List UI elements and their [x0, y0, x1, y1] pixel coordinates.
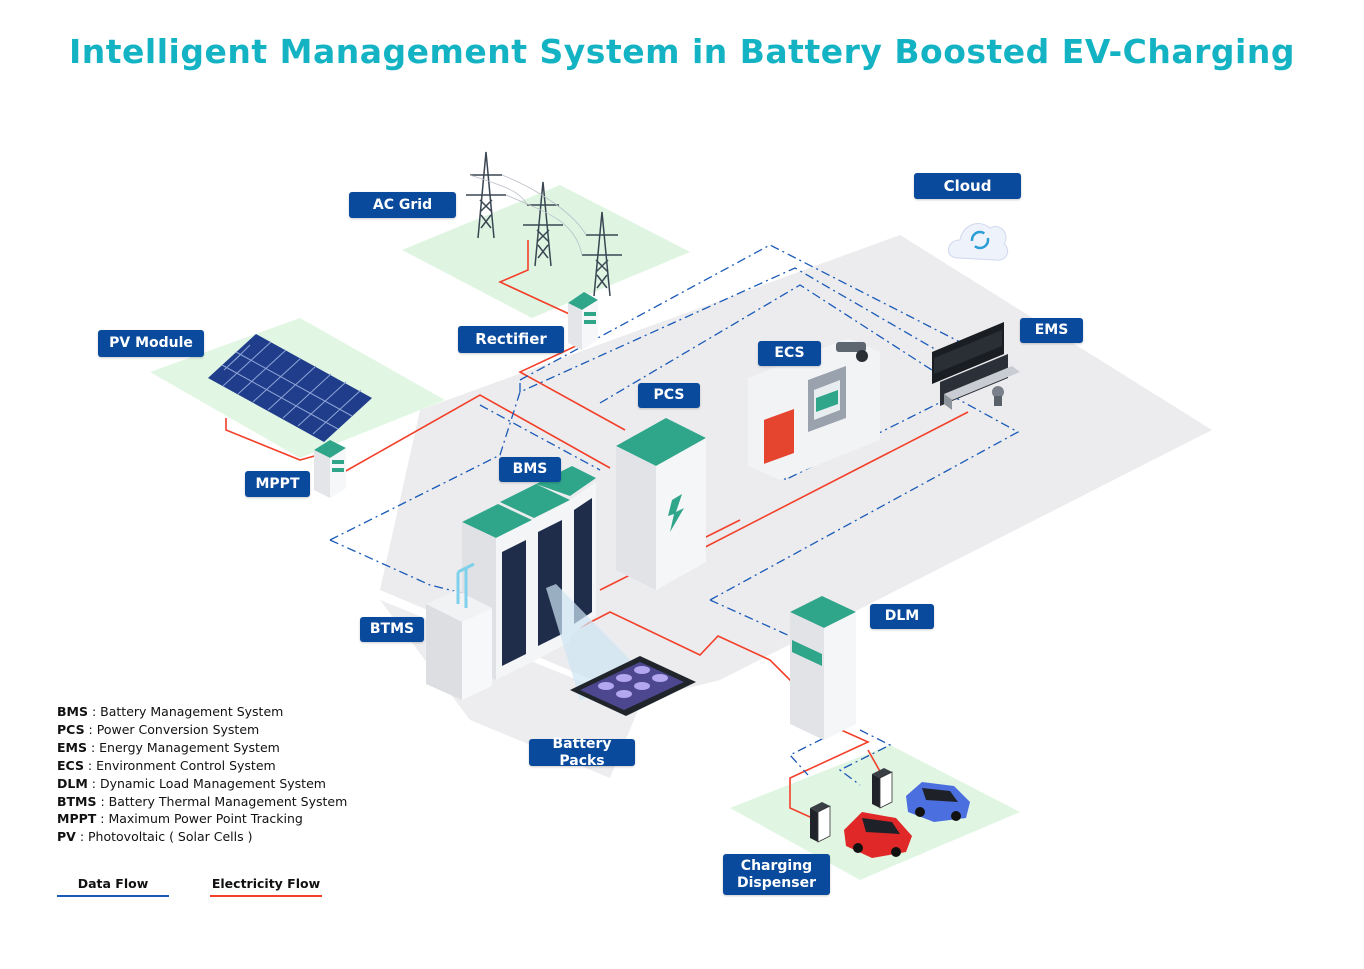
solar-array: [208, 334, 372, 442]
data-flow-lines: [329, 244, 1020, 786]
label-ems: EMS: [1020, 318, 1083, 343]
mppt-unit: [314, 440, 346, 498]
abbreviation-glossary: BMS : Battery Management System PCS : Po…: [57, 703, 347, 846]
glossary-row: MPPT : Maximum Power Point Tracking: [57, 811, 303, 827]
legend-data-flow: Data Flow: [77, 876, 149, 891]
label-cloud: Cloud: [914, 173, 1021, 199]
page-title: Intelligent Management System in Battery…: [69, 32, 1295, 71]
charging-stations: [810, 768, 893, 843]
legend-data-flow-line: [57, 895, 169, 897]
glossary-row: PCS : Power Conversion System: [57, 721, 260, 737]
rectifier-unit: [568, 292, 598, 350]
charging-zone: [730, 745, 1020, 880]
glossary-row: ECS : Environment Control System: [57, 757, 276, 773]
grid-zone: [402, 185, 690, 318]
legend-electricity-flow: Electricity Flow: [211, 876, 321, 891]
ems-workstation: [932, 322, 1020, 410]
label-pcs: PCS: [638, 383, 700, 408]
glossary-row: PV : Photovoltaic ( Solar Cells ): [57, 829, 253, 845]
red-car: [844, 812, 912, 858]
pcs-cabinet: [616, 418, 706, 590]
label-mppt: MPPT: [245, 471, 310, 497]
dlm-cabinet: [790, 596, 856, 740]
transmission-towers: [466, 151, 622, 297]
cloud-icon: [948, 223, 1009, 261]
label-btms: BTMS: [360, 617, 424, 642]
label-bms: BMS: [499, 457, 561, 482]
blue-car: [906, 782, 970, 822]
label-ac-grid: AC Grid: [349, 192, 456, 218]
legend-electricity-flow-line: [210, 895, 322, 897]
ecs-equipment: [748, 338, 880, 480]
btms-unit: [426, 562, 492, 700]
label-pv-module: PV Module: [98, 330, 204, 357]
label-battery-packs: Battery Packs: [529, 736, 635, 769]
glossary-row: BMS : Battery Management System: [57, 704, 284, 719]
glossary-row: DLM : Dynamic Load Management System: [57, 775, 326, 791]
label-dlm: DLM: [870, 604, 934, 629]
label-rectifier: Rectifier: [458, 326, 564, 353]
label-ecs: ECS: [758, 341, 821, 366]
label-charging-dispenser: Charging Dispenser: [723, 854, 830, 895]
battery-pack-tray: [546, 584, 696, 716]
glossary-row: EMS : Energy Management System: [57, 739, 280, 755]
glossary-row: BTMS : Battery Thermal Management System: [57, 793, 348, 809]
